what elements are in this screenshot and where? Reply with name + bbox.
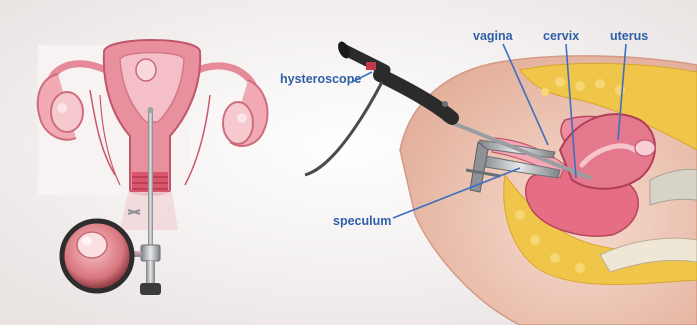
label-cervix: cervix bbox=[543, 30, 579, 43]
label-hysteroscope: hysteroscope bbox=[280, 73, 361, 86]
label-speculum: speculum bbox=[333, 215, 391, 228]
label-uterus: uterus bbox=[610, 30, 648, 43]
label-vagina: vagina bbox=[473, 30, 513, 43]
